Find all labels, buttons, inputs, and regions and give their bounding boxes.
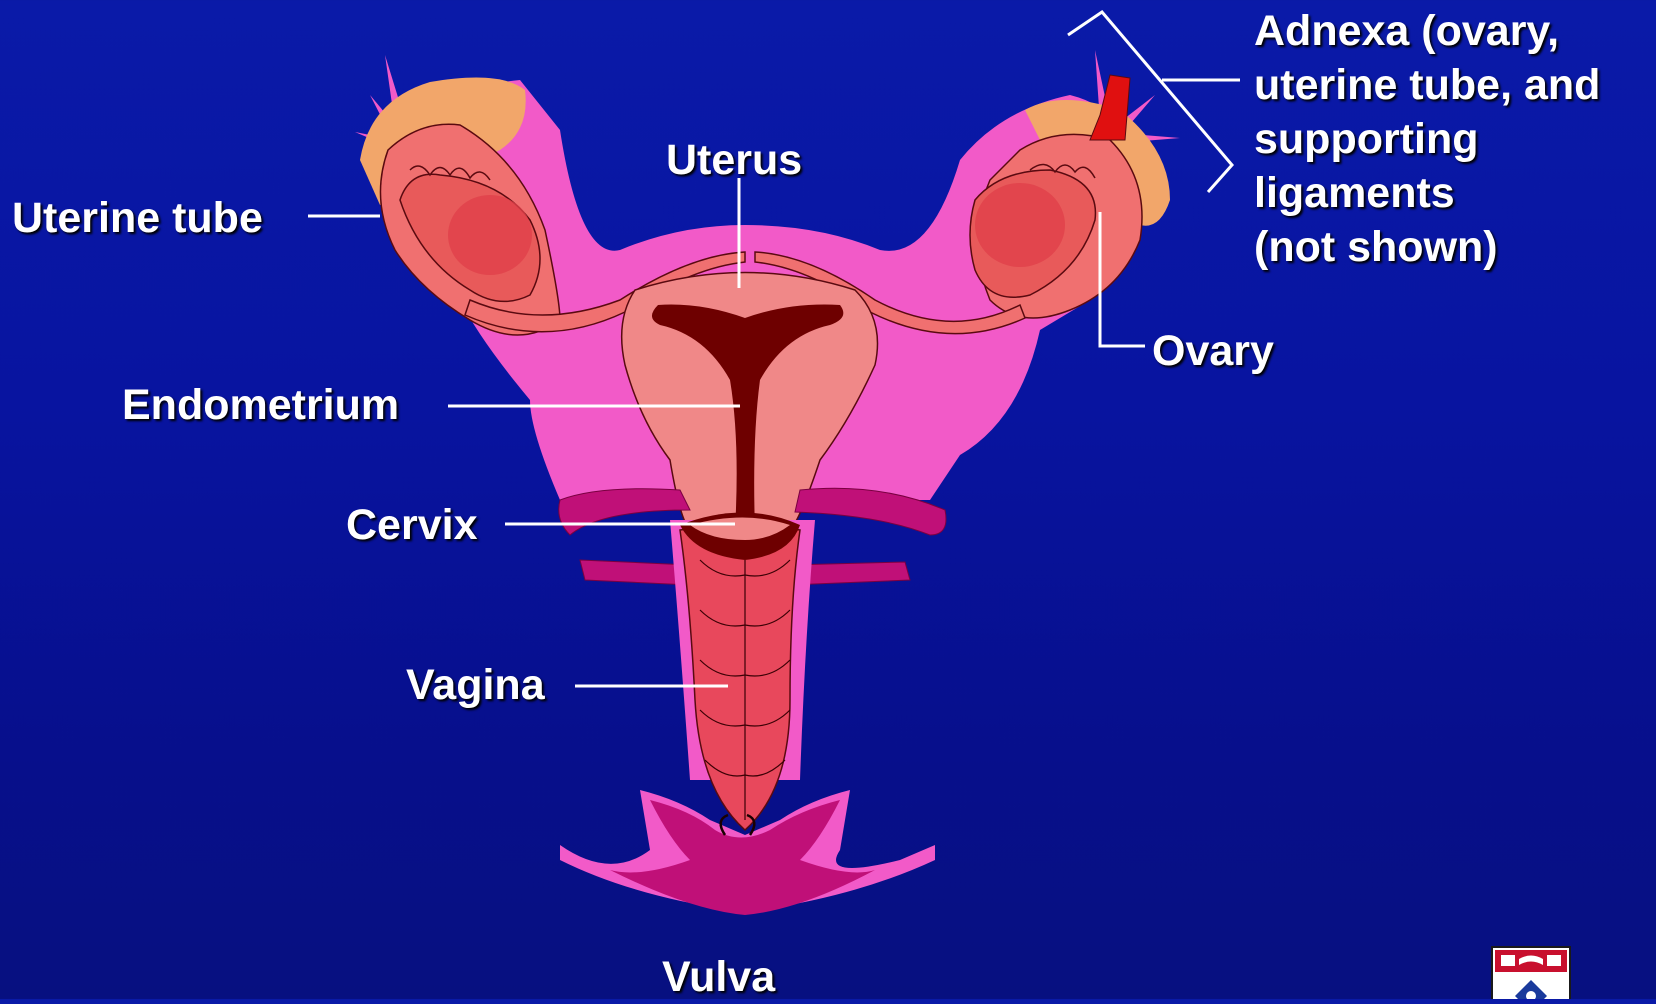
ovary-right-core xyxy=(975,183,1065,267)
label-uterus: Uterus xyxy=(666,133,802,187)
label-vulva: Vulva xyxy=(662,950,775,1004)
label-endometrium: Endometrium xyxy=(122,378,399,432)
label-adnexa: Adnexa (ovary, uterine tube, and support… xyxy=(1254,4,1600,274)
ovary-left-core xyxy=(448,195,532,275)
university-shield-logo xyxy=(1491,946,1571,999)
label-vagina: Vagina xyxy=(406,658,545,712)
label-ovary: Ovary xyxy=(1152,324,1274,378)
label-cervix: Cervix xyxy=(346,498,477,552)
vagina-body xyxy=(680,525,800,830)
label-uterine-tube: Uterine tube xyxy=(12,191,263,245)
